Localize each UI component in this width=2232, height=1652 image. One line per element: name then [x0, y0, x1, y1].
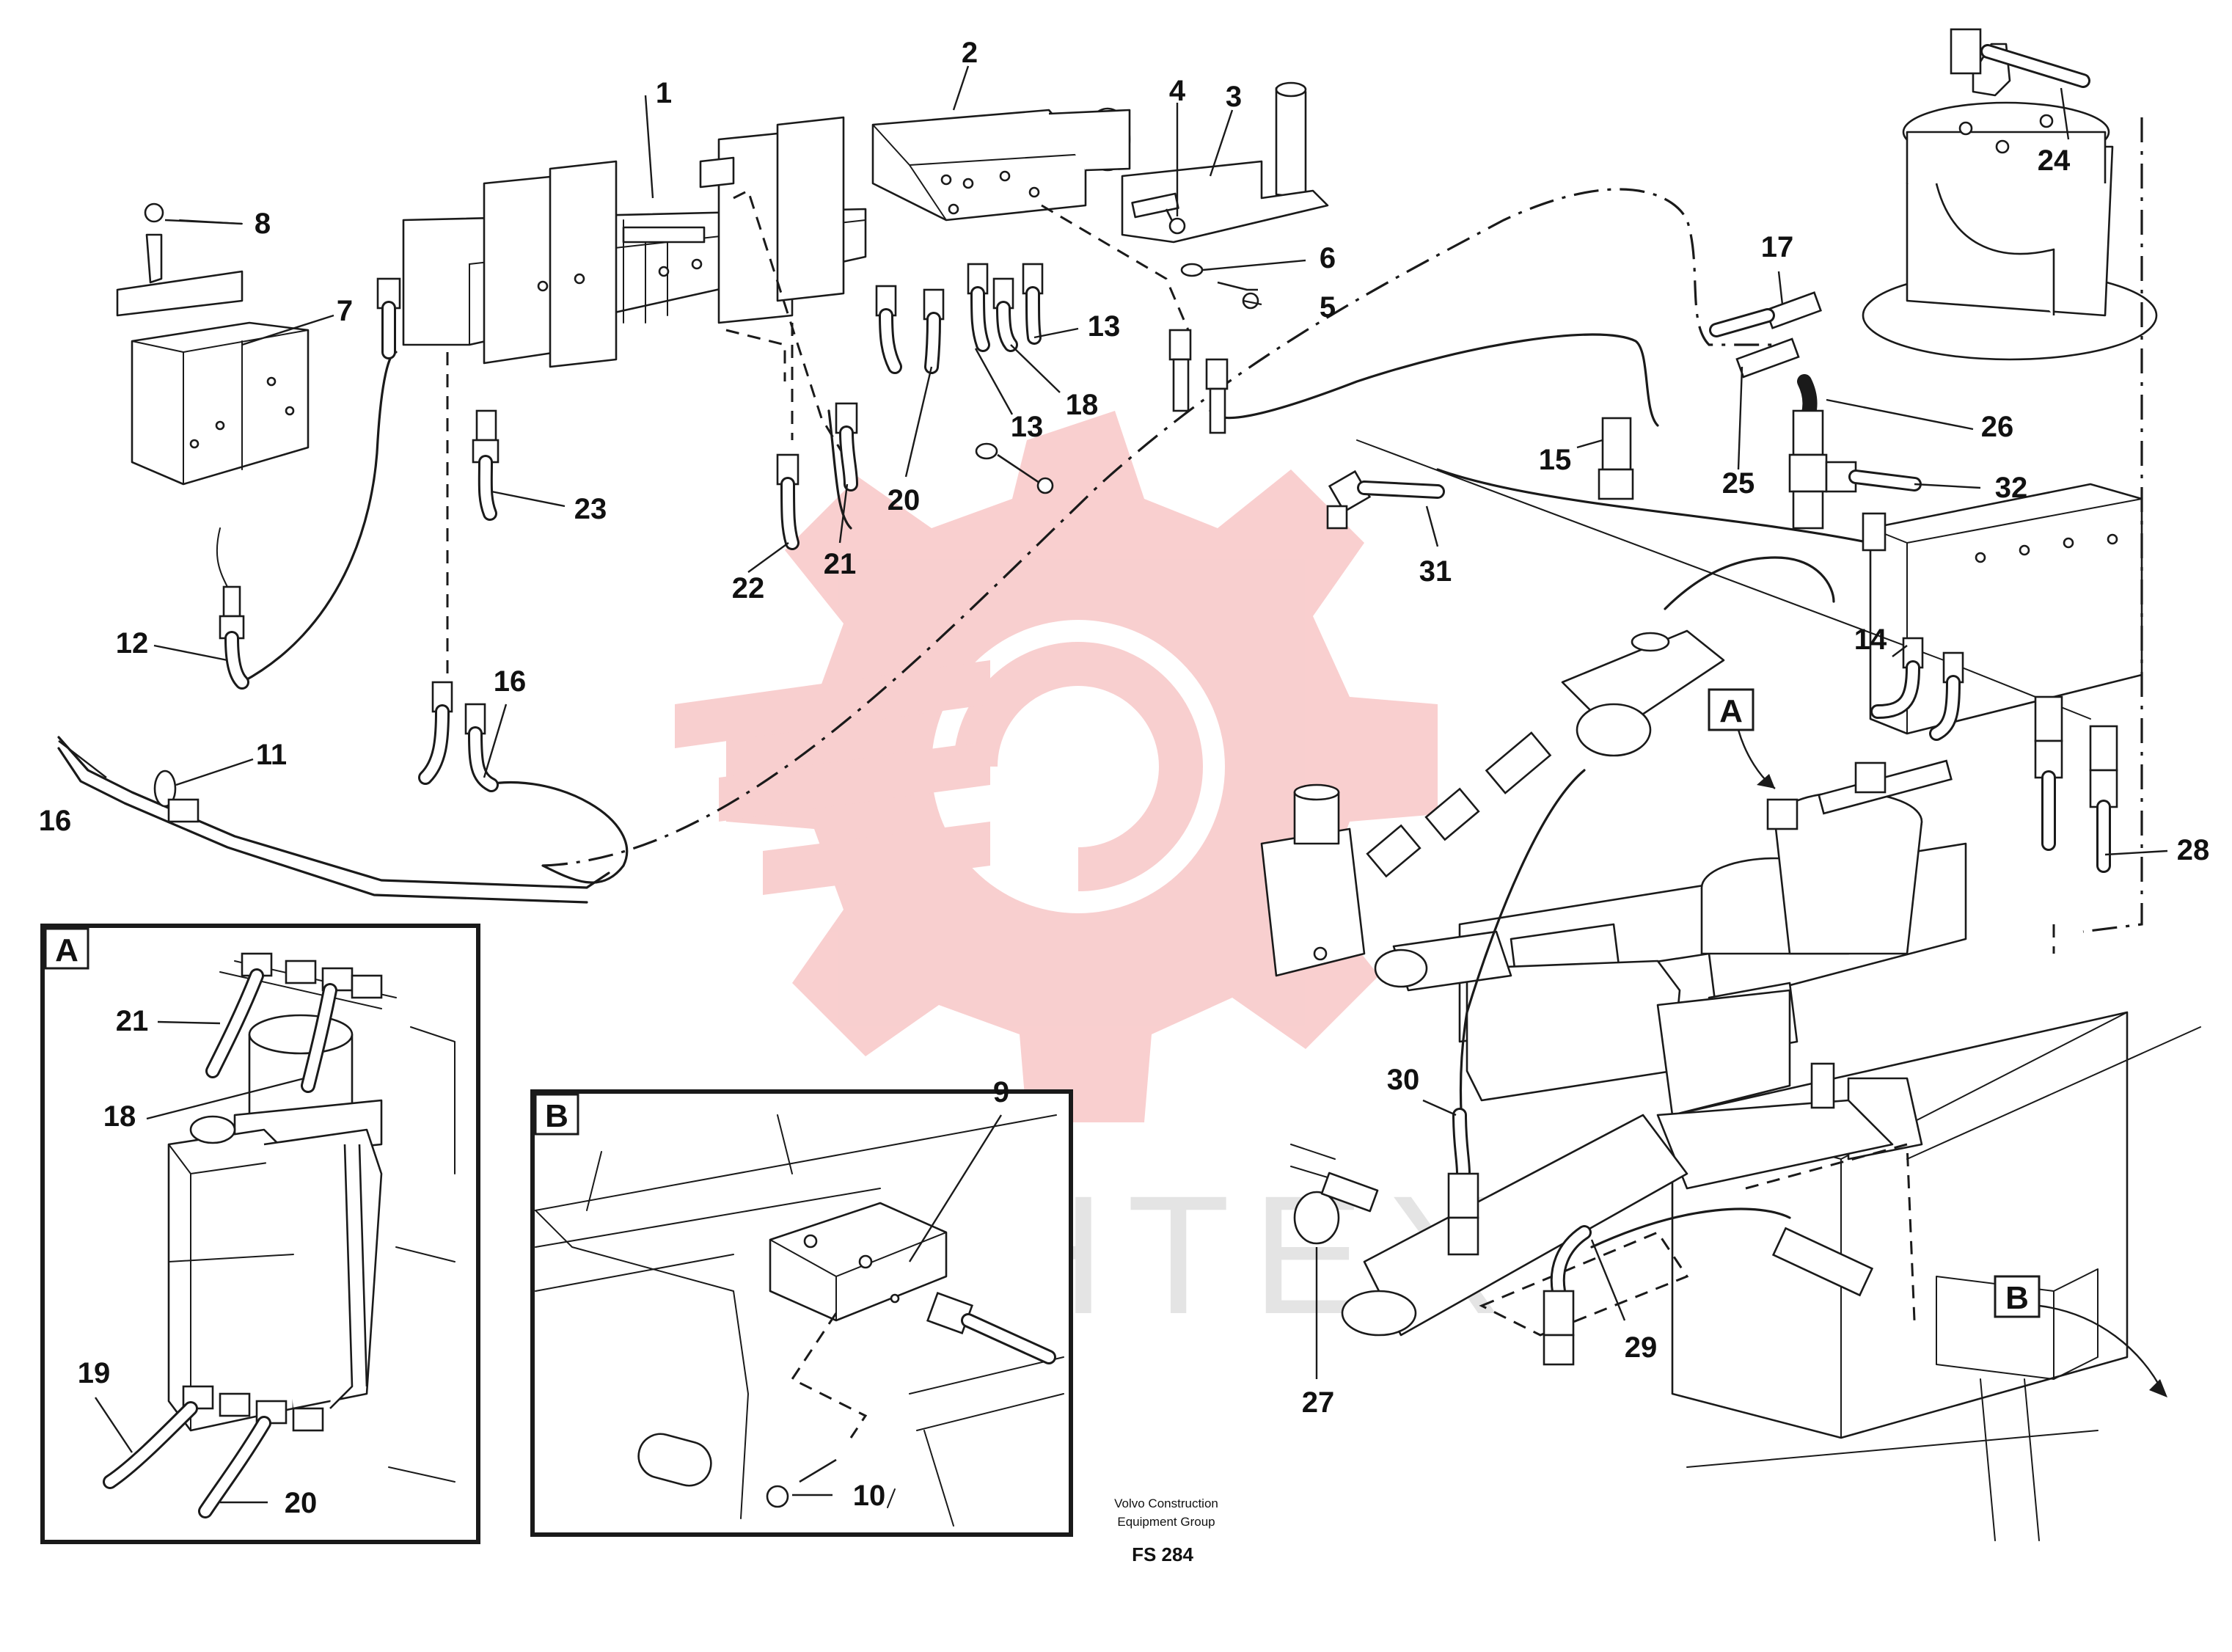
callout-26: 26	[1981, 411, 2014, 443]
frame-bottom-right	[1686, 1026, 2201, 1541]
callout-14: 14	[1854, 624, 1887, 656]
callout-24: 24	[2038, 145, 2071, 177]
callout-13b: 13	[1011, 411, 1044, 443]
valve-body-left	[1260, 783, 1366, 977]
callout-12: 12	[116, 627, 149, 659]
callout-16a: 16	[39, 805, 72, 837]
figure-code: FS 284	[1132, 1543, 1193, 1565]
control-valve-housing	[1458, 791, 2129, 1439]
callout-25: 25	[1722, 467, 1755, 500]
callout-2: 2	[962, 37, 978, 69]
inset-a-callout-21: 21	[116, 1005, 149, 1037]
inset-b-callout-9: 9	[993, 1076, 1009, 1108]
callout-7: 7	[337, 295, 353, 327]
callout-11: 11	[256, 739, 287, 771]
view-marker-a-label: A	[1719, 693, 1743, 729]
callout-32: 32	[1995, 472, 2028, 504]
hose-fittings	[153, 28, 2118, 1366]
boom-cylinder-pipe	[1341, 629, 1725, 1337]
inset-b-letter: B	[545, 1098, 568, 1134]
callout-1: 1	[656, 77, 672, 109]
callout-6: 6	[1320, 242, 1336, 274]
valve-block-7	[116, 202, 310, 486]
view-marker-b: B	[1994, 1275, 2167, 1397]
callouts: 1 2 3 4 5 6 7 8 11 12 13 13 14 15 16 16 …	[39, 37, 2210, 1419]
callout-16b: 16	[494, 665, 527, 698]
callout-22: 22	[732, 572, 765, 604]
manifold-block-2	[871, 81, 1307, 222]
callout-29: 29	[1625, 1331, 1658, 1364]
callout-17: 17	[1761, 231, 1794, 263]
callout-31: 31	[1419, 555, 1452, 588]
callout-21: 21	[824, 548, 857, 580]
callout-4: 4	[1169, 75, 1186, 107]
callout-8: 8	[255, 208, 271, 240]
view-marker-a: A	[1708, 688, 1776, 789]
callout-3: 3	[1226, 81, 1242, 113]
callout-20: 20	[888, 484, 921, 516]
hose-routing	[57, 117, 2143, 1337]
view-marker-b-label: B	[2005, 1280, 2029, 1316]
electric-connector-27	[1290, 1144, 1379, 1245]
inset-a-valve	[103, 952, 455, 1518]
callout-23: 23	[574, 493, 607, 525]
footer-company-line2: Equipment Group	[1117, 1515, 1215, 1529]
callout-30: 30	[1387, 1064, 1420, 1096]
swivel-joint	[1862, 43, 2158, 361]
valve-bank-assembly	[402, 116, 867, 368]
callout-13a: 13	[1088, 310, 1121, 343]
inset-a-callout-20: 20	[285, 1487, 318, 1519]
inset-b: B 9 10	[530, 1076, 1073, 1537]
inset-a-callout-18: 18	[103, 1100, 136, 1133]
bracket-3	[1121, 160, 1329, 310]
inset-a-callout-19: 19	[78, 1357, 111, 1389]
inset-b-callout-10: 10	[853, 1480, 886, 1512]
inset-b-frame-rail	[535, 1114, 1064, 1527]
inset-a-letter: A	[55, 932, 78, 968]
footer-company-line1: Volvo Construction	[1114, 1496, 1218, 1510]
callout-5: 5	[1320, 291, 1336, 324]
inset-a: A 21 18 19 20	[40, 924, 480, 1544]
callout-27: 27	[1302, 1386, 1335, 1419]
callout-15: 15	[1539, 444, 1572, 476]
footer: Volvo Construction Equipment Group FS 28…	[1114, 1496, 1218, 1565]
callout-28: 28	[2177, 834, 2210, 866]
callout-18: 18	[1066, 389, 1099, 421]
watermark-gear	[675, 411, 1438, 1122]
